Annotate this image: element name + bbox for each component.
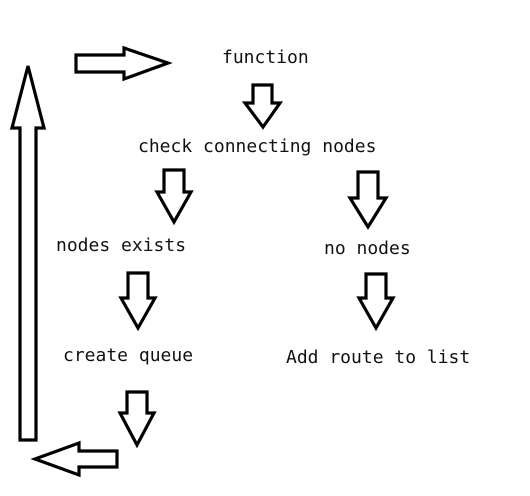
node-nodes-exists: nodes exists (56, 235, 187, 256)
arrow-queue-down (117, 390, 157, 449)
node-no-nodes: no nodes (324, 238, 411, 259)
node-function: function (222, 47, 309, 68)
arrow-loop-left (30, 440, 119, 478)
node-add-route-to-list: Add route to list (286, 347, 471, 368)
arrow-function-to-check (241, 83, 284, 130)
node-create-queue: create queue (63, 345, 194, 366)
arrow-check-to-no-nodes (347, 170, 389, 231)
arrow-loop-up (9, 65, 47, 442)
arrow-no-nodes-to-route (356, 272, 396, 332)
node-check-connecting-nodes: check connecting nodes (138, 136, 377, 157)
arrow-check-to-exists (154, 168, 194, 226)
arrow-exists-to-queue (118, 271, 158, 332)
arrow-loop-to-function (74, 45, 173, 82)
